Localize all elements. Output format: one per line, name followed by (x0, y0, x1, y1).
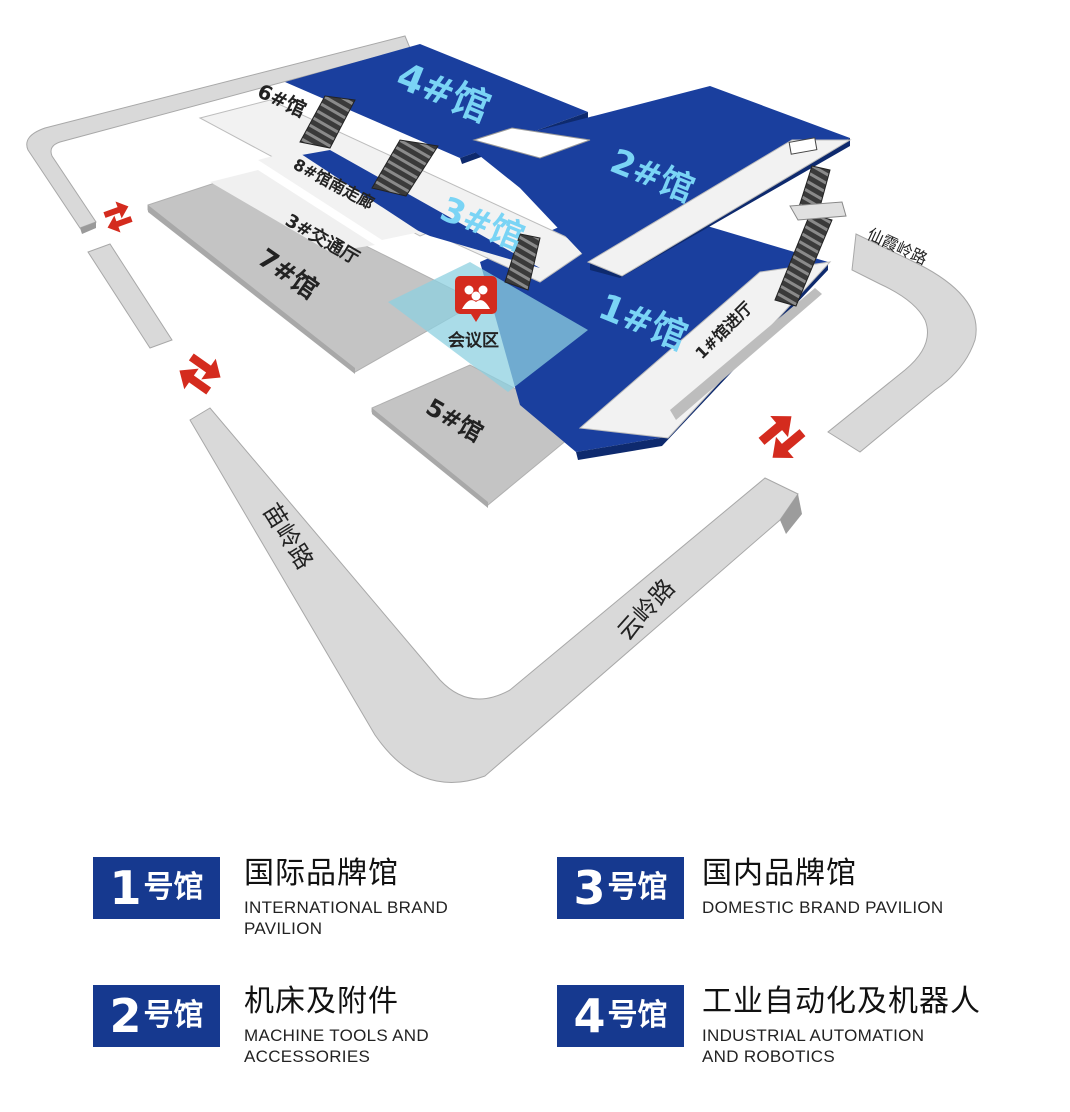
meeting-people-icon (455, 276, 497, 322)
legend-title-cn: 机床及附件 (244, 984, 399, 1019)
legend-item-hall-2: 2 号馆 机床及附件 MACHINE TOOLS AND ACCESSORIES (93, 985, 429, 1067)
hall-number-badge: 4 号馆 (557, 985, 684, 1047)
legend-title-cn: 国内品牌馆 (702, 856, 857, 891)
legend-title-en: INTERNATIONAL BRAND PAVILION (244, 898, 449, 938)
meeting-area-label: 会议区 (448, 330, 499, 351)
legend-item-hall-3: 3 号馆 国内品牌馆 DOMESTIC BRAND PAVILION (557, 857, 943, 919)
legend-title-cn: 工业自动化及机器人 (702, 984, 981, 1019)
road-north-shadow (80, 222, 96, 234)
legend-title-en: MACHINE TOOLS AND ACCESSORIES (244, 1026, 429, 1066)
transport-hall-3-floor (210, 170, 375, 252)
legend-title-en: DOMESTIC BRAND PAVILION (702, 898, 944, 917)
hall-number-badge: 3 号馆 (557, 857, 684, 919)
hall-2-walkway (586, 139, 852, 277)
road-north (26, 35, 411, 229)
escalator-icon (299, 95, 847, 307)
road-xianxialing (827, 233, 977, 453)
corridor-8-floor (258, 150, 420, 240)
hall-2-block (470, 86, 852, 278)
legend-item-hall-1: 1 号馆 国际品牌馆 INTERNATIONAL BRAND PAVILION (93, 857, 448, 939)
road-network (26, 35, 977, 783)
legend-title-cn: 国际品牌馆 (244, 856, 399, 891)
meeting-area (388, 262, 588, 392)
hall-number-badge: 2 号馆 (93, 985, 220, 1047)
hall-number-badge: 1 号馆 (93, 857, 220, 919)
road-west-segment (87, 243, 173, 349)
hall-1-lobby-floor (578, 261, 832, 439)
legend-title-en: INDUSTRIAL AUTOMATION AND ROBOTICS (702, 1026, 925, 1066)
road-miaoling-edge (780, 494, 802, 534)
legend-item-hall-4: 4 号馆 工业自动化及机器人 INDUSTRIAL AUTOMATION AND… (557, 985, 981, 1067)
venue-floor-map: 4#馆 6#馆 2#馆 3#馆 1#馆 7#馆 5#馆 8#馆南走廊 3#交通厅… (26, 35, 977, 783)
